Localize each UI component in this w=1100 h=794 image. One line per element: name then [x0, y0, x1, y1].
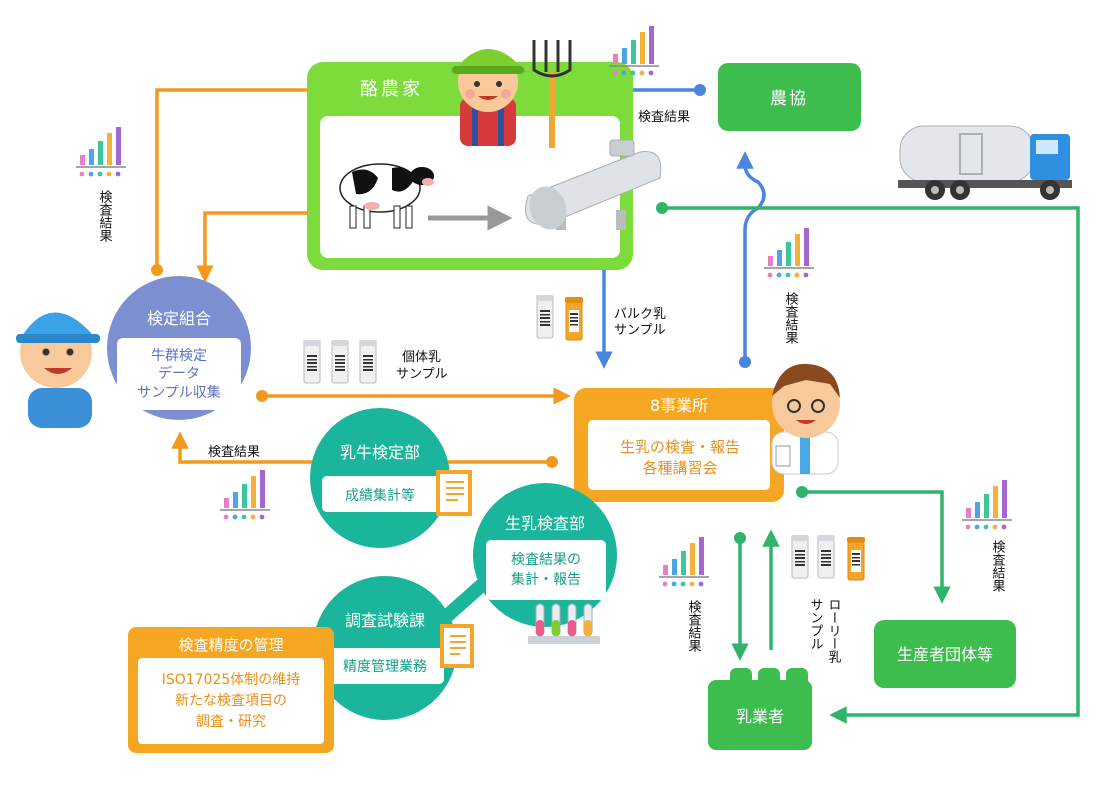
label-result-kentei-left: 検査結果: [208, 445, 260, 460]
label-bulk-2: サンプル: [614, 323, 666, 338]
boy-icon: [16, 312, 100, 428]
kentei-body-2: データ: [158, 365, 200, 382]
label-result-vertical-nokyo: 検査結果: [783, 292, 799, 344]
label-individual-1: 個体乳: [402, 350, 441, 365]
seinyu-body-2: 集計・報告: [511, 571, 581, 588]
bar-chart-icon: [75, 126, 127, 178]
arrow-cow-to-kentei: [196, 211, 322, 283]
nokyo-box: [718, 63, 861, 131]
label-bulk-1: バルク乳: [614, 307, 666, 322]
label-lorry-2: サンプル: [808, 598, 823, 650]
nyugyu-body: 成績集計等: [345, 487, 415, 504]
sample-tubes-icon: [535, 294, 584, 341]
seinyu-body-1: 検査結果の: [511, 552, 581, 568]
office-body-1: 生乳の検査・報告: [620, 438, 740, 456]
tanker-truck-icon: [898, 125, 1072, 200]
kentei-title: 検定組合: [147, 309, 211, 328]
office-body-2: 各種講習会: [642, 459, 717, 477]
seinyu-title: 生乳検査部: [505, 514, 585, 533]
nyugyu-title: 乳牛検定部: [340, 443, 420, 462]
bar-chart-icon: [219, 469, 271, 521]
label-result-vertical-topleft: 検査結果: [97, 190, 113, 242]
office-title: 8事業所: [650, 396, 708, 415]
technician-icon: [771, 363, 840, 475]
bar-chart-icon: [961, 479, 1013, 531]
nokyo-label: 農協: [770, 89, 808, 109]
sample-tubes-icon: [790, 534, 866, 581]
dairy-company-label: 乳業者: [736, 707, 784, 726]
arrow-tank-to-dairy: [662, 206, 1080, 724]
farmer-icon: [450, 49, 528, 146]
label-lorry-1: ローリー乳: [826, 598, 842, 663]
dairy-company-shape: [708, 668, 812, 750]
label-result-nokyo: 検査結果: [638, 110, 690, 125]
bar-chart-icon: [763, 227, 815, 279]
milk-tank-icon: [525, 139, 662, 230]
label-result-vertical-dairy: 検査結果: [686, 600, 702, 652]
chosa-title: 調査試験課: [345, 611, 425, 630]
document-icon: [440, 624, 474, 668]
test-tube-rack-icon: [528, 603, 600, 644]
label-result-vertical-producers: 検査結果: [990, 540, 1006, 592]
document-icon: [436, 470, 472, 516]
bar-chart-icon: [658, 536, 710, 588]
producer-groups-box: [874, 620, 1016, 688]
producer-groups-label: 生産者団体等: [897, 645, 993, 664]
quality-body-3: 調査・研究: [196, 714, 266, 730]
kentei-body-1: 牛群検定: [151, 348, 207, 364]
farmer-title: 酪農家: [360, 79, 423, 100]
quality-title: 検査精度の管理: [178, 636, 283, 654]
quality-body-2: 新たな検査項目の: [175, 693, 287, 709]
arrow-office-to-producers: [802, 490, 951, 604]
quality-body-1: ISO17025体制の維持: [162, 672, 301, 688]
arrow-office-to-nokyo: [736, 151, 766, 362]
sample-tubes-icon: [302, 339, 378, 384]
kentei-body-3: サンプル収集: [137, 384, 221, 401]
chosa-body: 精度管理業務: [343, 659, 427, 675]
arrow-kentei-to-farmer: [155, 81, 336, 270]
label-individual-2: サンプル: [396, 367, 448, 382]
cow-icon: [339, 163, 434, 229]
pitchfork-icon: [532, 40, 572, 148]
